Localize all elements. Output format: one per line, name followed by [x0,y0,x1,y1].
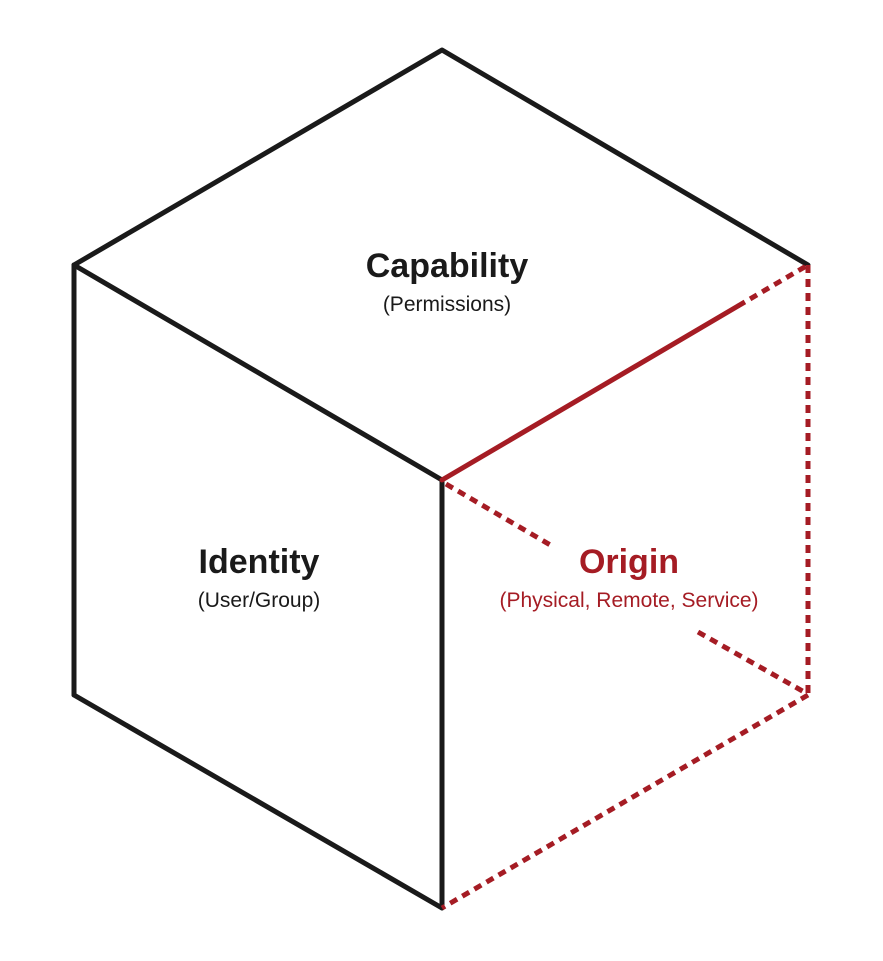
top-face-title: Capability [366,247,529,285]
edge-inner-diagonal-lower [696,629,808,696]
edge-bottom-left [71,692,445,911]
top-face-subtitle: (Permissions) [383,293,511,316]
edge-inner-diagonal-upper [444,481,554,549]
edge-top-front-left [71,262,445,483]
right-face-subtitle: (Physical, Remote, Service) [499,589,758,612]
right-face-title: Origin [579,543,679,581]
left-face-subtitle: (User/Group) [198,589,321,612]
edge-top-front-right-dotted [736,262,810,309]
edge-top-back [71,47,811,268]
edge-top-front-right-solid [439,303,741,483]
left-face-label: Identity (User/Group) [198,543,321,612]
origin-accent-edges [439,262,811,911]
edge-bottom-right-dotted [440,692,810,911]
left-face-title: Identity [199,543,320,581]
top-face-label: Capability (Permissions) [366,247,529,316]
cube-outline-edges [71,47,811,911]
right-face-label: Origin (Physical, Remote, Service) [499,543,758,612]
